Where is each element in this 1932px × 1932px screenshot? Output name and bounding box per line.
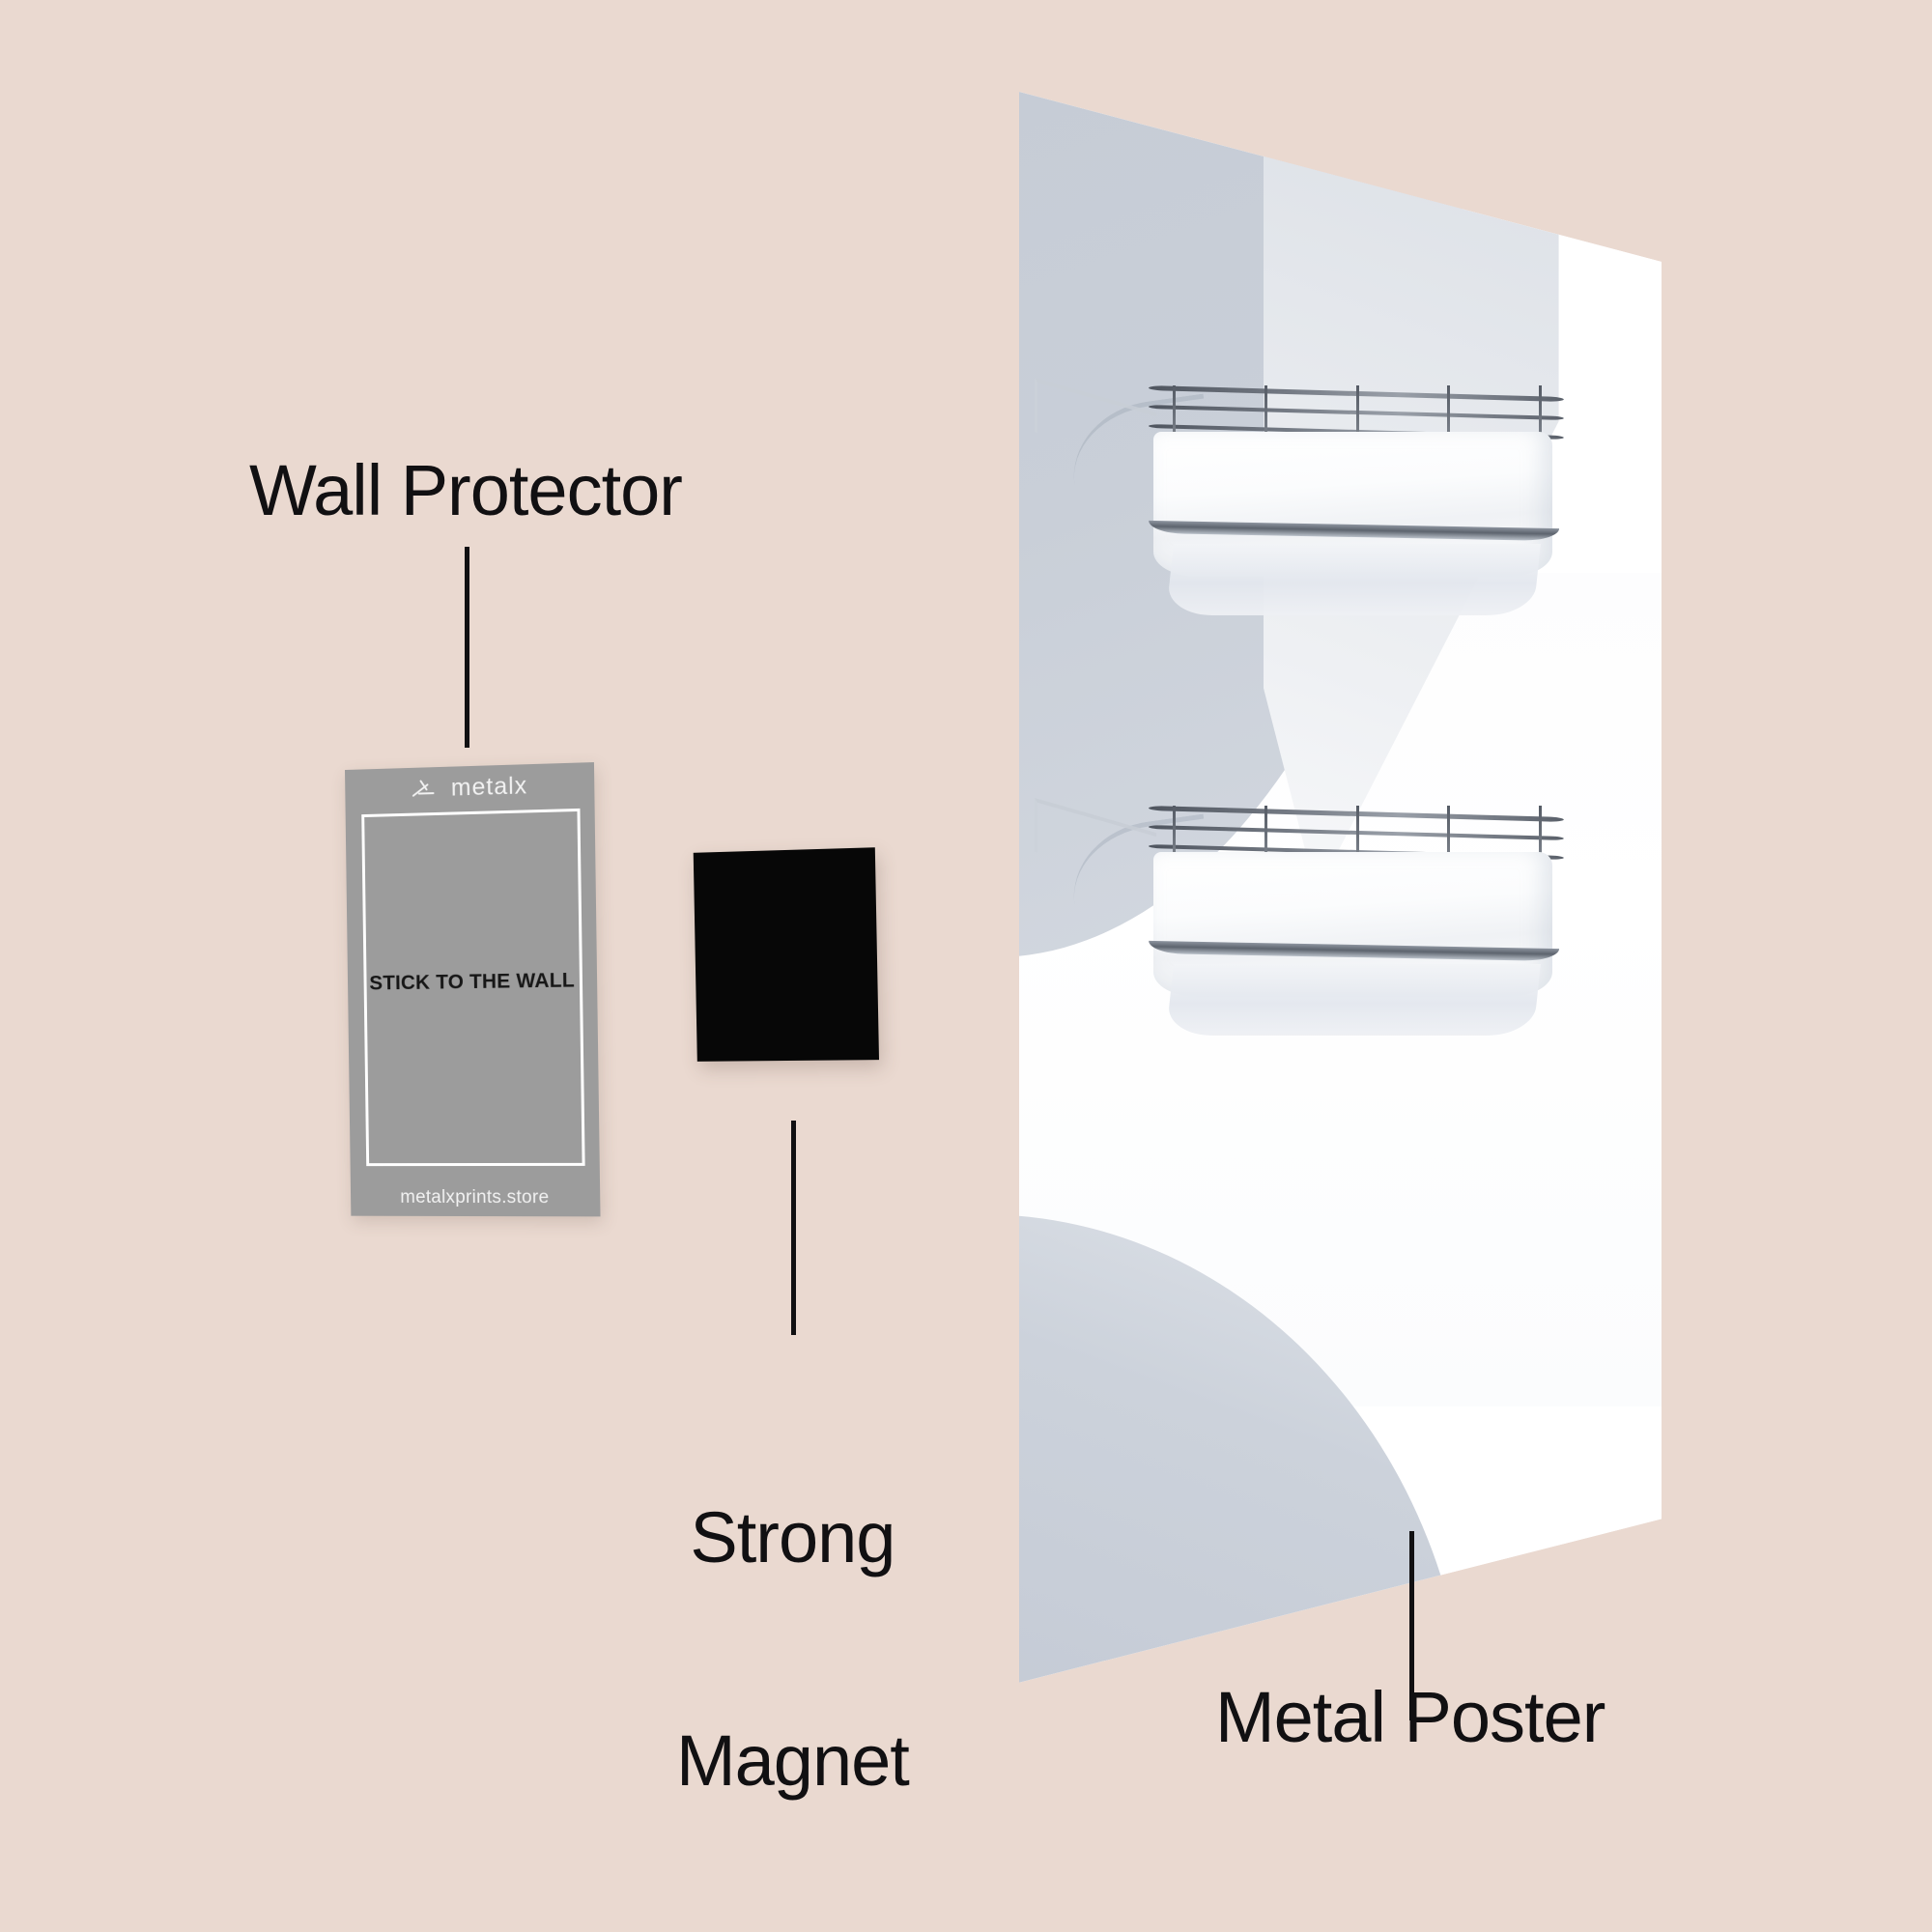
artwork-balcony-underside (1165, 964, 1541, 1036)
strong-magnet-square (693, 847, 880, 1062)
railing-post (1538, 385, 1542, 441)
label-strong-magnet-line2: Magnet (676, 1719, 910, 1801)
leader-line-strong-magnet (791, 1121, 796, 1335)
railing-post (1447, 385, 1451, 441)
metalx-logo: metalx (345, 770, 594, 806)
poster-artwork-photo (1019, 92, 1662, 1683)
wall-protector-card: metalx STICK TO THE WALL metalxprints.st… (345, 762, 601, 1217)
railing-post (1264, 806, 1267, 862)
railing-post (1538, 806, 1542, 862)
artwork-balcony-underside (1165, 544, 1541, 615)
wall-protector-headline: STICK TO THE WALL (369, 969, 576, 995)
metal-poster-panel (1019, 92, 1662, 1683)
label-wall-protector: Wall Protector (249, 450, 683, 530)
artwork-balcony-lower (1035, 797, 1624, 1053)
railing-post (1355, 385, 1359, 441)
railing-post (1173, 385, 1177, 441)
leader-line-wall-protector (465, 547, 469, 748)
leader-line-metal-poster (1409, 1531, 1414, 1720)
metalx-pinwheel-icon (410, 775, 442, 803)
artwork-balcony-upper (1035, 377, 1624, 633)
wall-protector-url: metalxprints.store (400, 1186, 550, 1208)
railing-post (1447, 806, 1451, 862)
label-strong-magnet: Strong Magnet (676, 1352, 910, 1932)
railing-post (1355, 806, 1359, 862)
label-strong-magnet-line1: Strong (690, 1496, 895, 1577)
artwork-balcony-railing (1148, 382, 1564, 445)
railing-post (1173, 806, 1177, 862)
label-metal-poster: Metal Poster (1215, 1677, 1605, 1757)
artwork-balcony-railing (1148, 802, 1564, 866)
metalx-brand-text: metalx (450, 772, 528, 802)
railing-post (1264, 385, 1267, 441)
